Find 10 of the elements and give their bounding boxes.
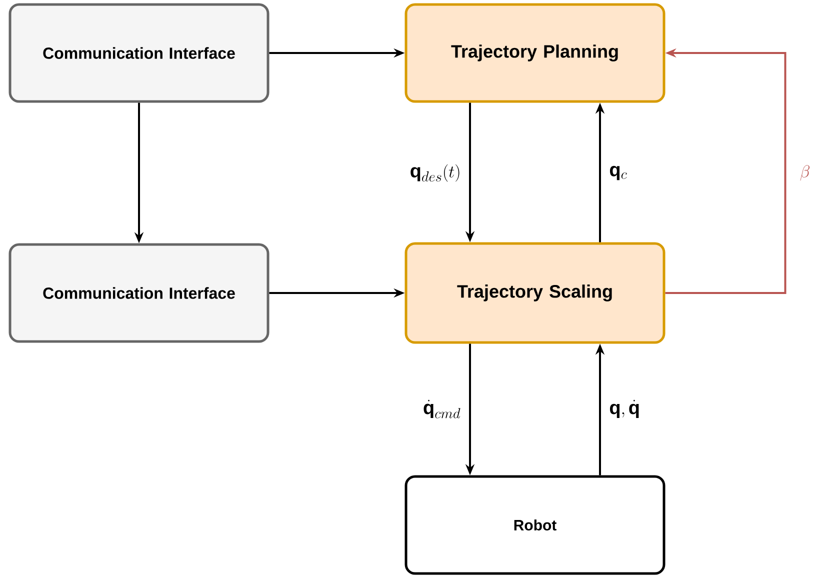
- interface-box: Communication Interface: [8, 3, 270, 103]
- edge-label: $\mathbf{q}_{c}$: [610, 166, 627, 180]
- robot-box: Robot: [404, 475, 666, 575]
- edge-label: $\beta$: [800, 165, 810, 181]
- interface-box: Communication Interface: [8, 243, 270, 343]
- edge-label: $\mathbf{q}, \dot{\mathbf{q}}$: [610, 400, 639, 418]
- process-box: Trajectory Planning: [404, 3, 666, 103]
- process-box: Trajectory Scaling: [404, 242, 666, 344]
- edge-label: $\dot{\mathbf{q}}_{cmd}$: [424, 400, 460, 418]
- edge-label: $\mathbf{q}_{des}(t)$: [410, 164, 460, 182]
